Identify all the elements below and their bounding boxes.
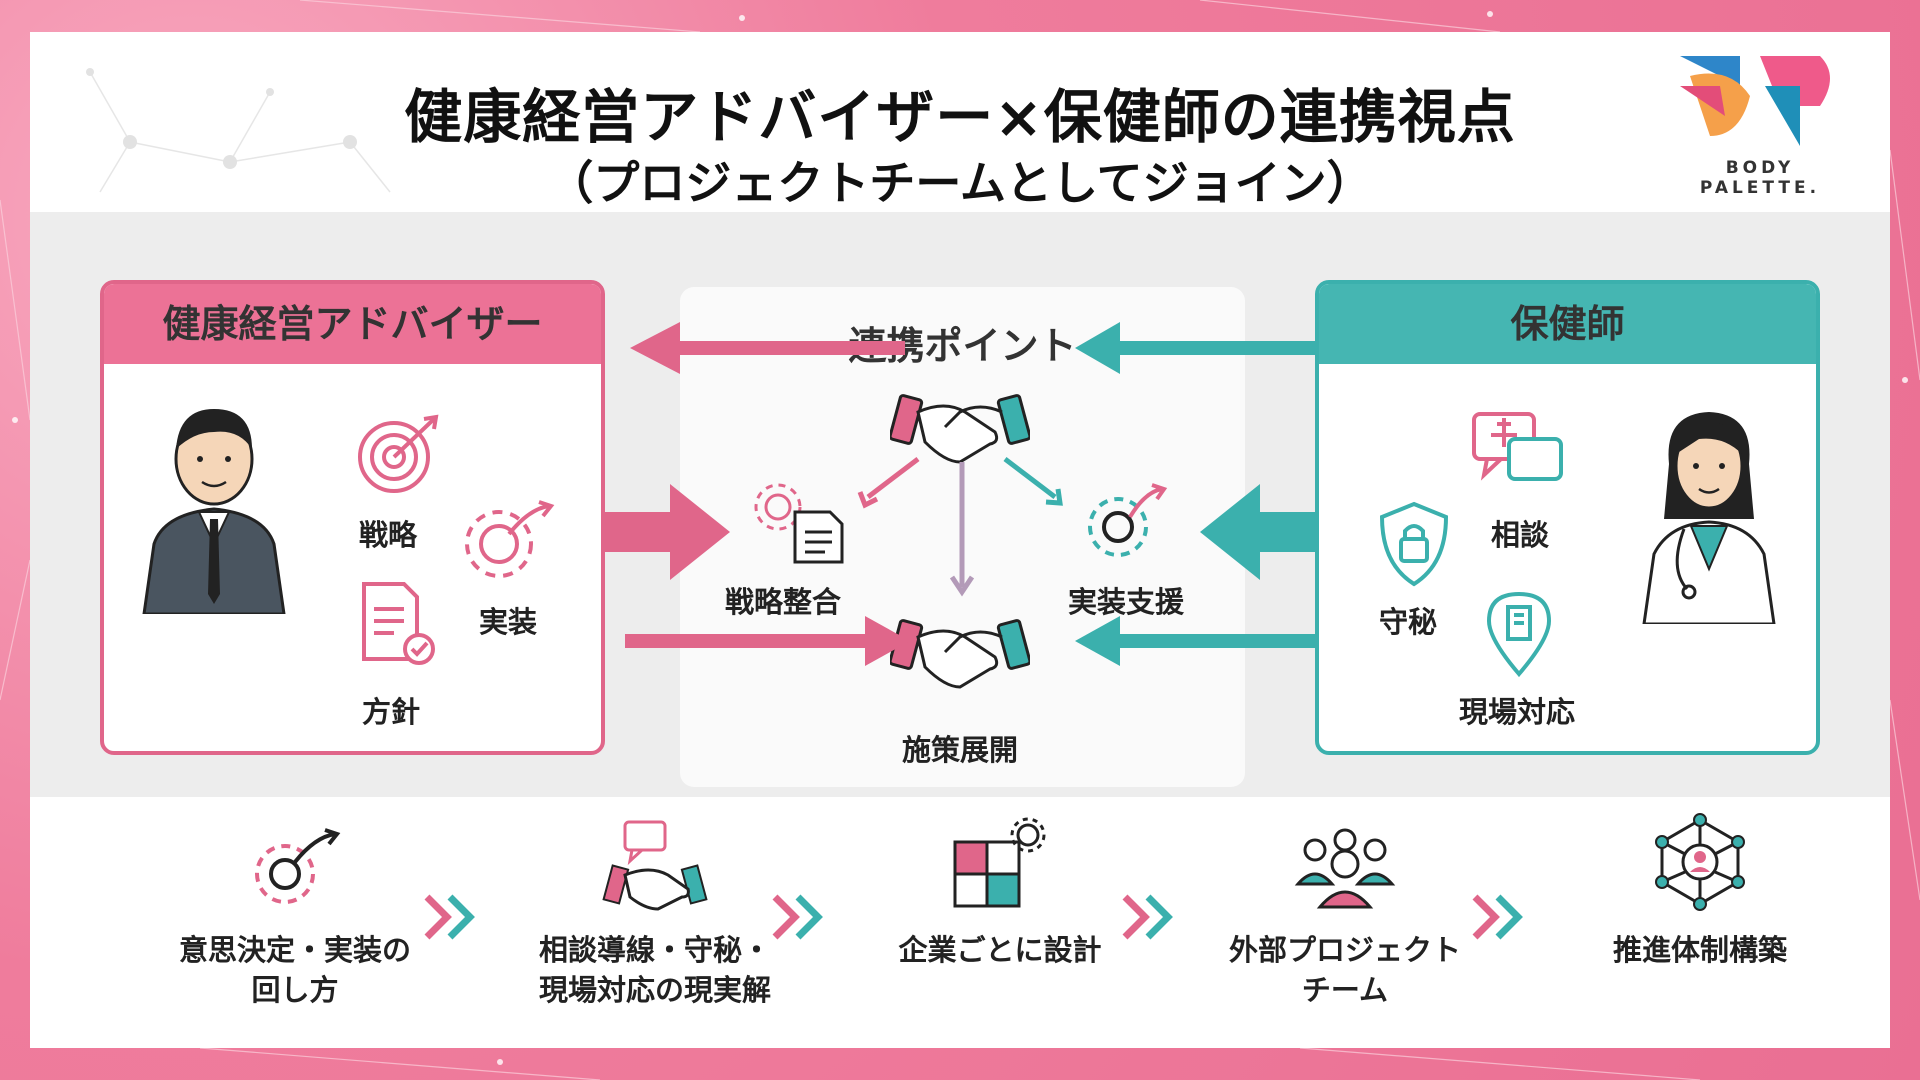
collab-item-implementation-support: 実装支援 <box>1068 585 1185 619</box>
nurse-panel-title: 保健師 <box>1319 284 1816 364</box>
network-decoration <box>86 68 391 193</box>
nurse-icon <box>1642 412 1776 624</box>
chevron-right-icon <box>1122 894 1173 940</box>
gear-arrow-icon <box>255 828 341 904</box>
advisor-panel: 健康経営アドバイザー 戦略 <box>100 280 605 755</box>
brand-logo-mark <box>1680 56 1830 146</box>
page-title: 健康経営アドバイザー×保健師の連携視点 <box>404 83 1516 151</box>
step-custom-design: 企業ごとに設計 <box>850 802 1150 970</box>
collaboration-diagram: 健康経営アドバイザー 戦略 <box>30 212 1890 797</box>
nurse-panel: 保健師 相談 守秘 <box>1315 280 1820 755</box>
center-connector-arrows <box>857 457 1063 597</box>
handshake-icon <box>890 394 1030 464</box>
shield-lock-icon <box>1379 501 1449 587</box>
document-check-icon <box>362 582 435 665</box>
collaboration-points-panel: 連携ポイント <box>680 287 1245 787</box>
step-promotion-structure: 推進体制構築 <box>1550 802 1850 970</box>
step-external-team: 外部プロジェクトチーム <box>1195 802 1495 1010</box>
businessman-icon <box>142 409 286 614</box>
chevron-right-icon <box>1472 894 1523 940</box>
step-label: 企業ごとに設計 <box>898 933 1102 967</box>
nurse-item-consultation: 相談 <box>1491 518 1550 552</box>
step-consultation-flow: 相談導線・守秘・現場対応の現実解 <box>505 802 805 1010</box>
puzzle-gear-icon <box>953 817 1046 908</box>
collab-item-strategy-alignment: 戦略整合 <box>725 585 842 619</box>
nurse-item-confidentiality: 守秘 <box>1379 605 1438 639</box>
advisor-item-policy: 方針 <box>362 695 421 729</box>
step-decision-implementation: 意思決定・実装の回し方 <box>145 802 445 1010</box>
brand-logo-text: BODY PALETTE. <box>1699 158 1821 198</box>
step-label: 外部プロジェクトチーム <box>1228 933 1461 1007</box>
gear-document-icon <box>754 483 844 564</box>
target-icon <box>358 414 439 493</box>
advisor-item-implementation: 実装 <box>479 605 538 639</box>
step-label: 意思決定・実装の回し方 <box>178 933 411 1007</box>
brand-logo: BODY PALETTE. <box>1670 46 1850 198</box>
panel-connector-arrows <box>605 322 1325 666</box>
chevron-right-icon <box>424 894 475 940</box>
page-subtitle: （プロジェクトチームとしてジョイン） <box>547 156 1373 210</box>
advisor-item-strategy: 戦略 <box>359 518 418 552</box>
step-label: 相談導線・守秘・現場対応の現実解 <box>538 933 771 1007</box>
process-steps: 意思決定・実装の回し方 相談導線・守秘・現場対応の現実解 <box>30 802 1890 1048</box>
chevron-right-icon <box>772 894 823 940</box>
handshake-deploy-icon <box>890 619 1030 689</box>
team-icon <box>1294 828 1396 909</box>
location-building-icon <box>1486 591 1552 678</box>
gear-support-icon <box>1088 483 1168 557</box>
collab-item-measure-deployment: 施策展開 <box>902 733 1019 767</box>
gear-arrow-icon <box>465 500 555 578</box>
network-icon <box>1655 813 1745 911</box>
step-label: 推進体制構築 <box>1612 933 1787 967</box>
chat-cross-icon <box>1472 412 1563 481</box>
slide-card: 健康経営アドバイザー×保健師の連携視点 （プロジェクトチームとしてジョイン） B… <box>30 32 1890 1048</box>
nurse-item-onsite: 現場対応 <box>1459 695 1576 729</box>
advisor-panel-title: 健康経営アドバイザー <box>104 284 601 364</box>
handshake-chat-icon <box>602 820 708 911</box>
